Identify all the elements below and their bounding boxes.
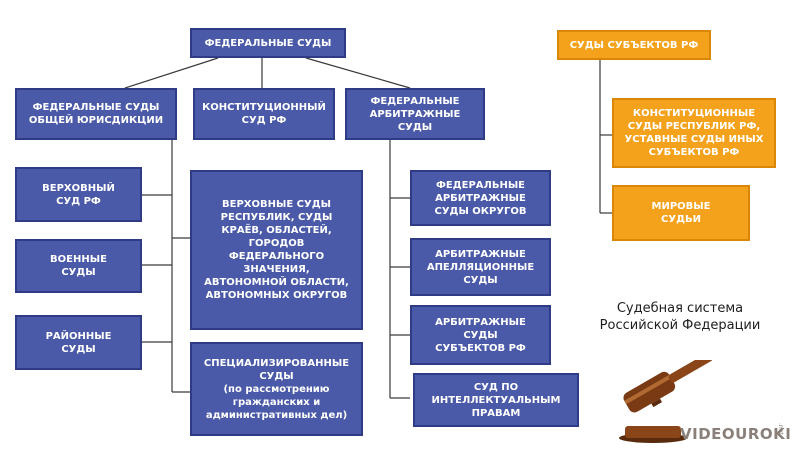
federal-arbitration-box: ФЕДЕРАЛЬНЫЕ АРБИТРАЖНЫЕ СУДЫ: [345, 88, 485, 140]
brand-logo-suffix: .net: [777, 423, 784, 435]
general-jurisdiction-box: ФЕДЕРАЛЬНЫЕ СУДЫ ОБЩЕЙ ЮРИСДИКЦИИ: [15, 88, 177, 140]
military-courts-box: ВОЕННЫЕ СУДЫ: [15, 239, 142, 293]
brand-logo: VIDEOUROKI: [680, 425, 792, 443]
district-arbitration-courts-box: ФЕДЕРАЛЬНЫЕ АРБИТРАЖНЫЕ СУДЫ ОКРУГОВ: [410, 170, 551, 226]
constitutional-court-box: КОНСТИТУЦИОННЫЙ СУД РФ: [193, 88, 335, 140]
appeal-arbitration-courts-box: АРБИТРАЖНЫЕ АПЕЛЛЯЦИОННЫЕ СУДЫ: [410, 238, 551, 296]
regional-supreme-courts-box: ВЕРХОВНЫЕ СУДЫ РЕСПУБЛИК, СУДЫ КРАЁВ, ОБ…: [190, 170, 363, 330]
district-courts-box: РАЙОННЫЕ СУДЫ: [15, 315, 142, 370]
subject-courts-box: СУДЫ СУБЪЕКТОВ РФ: [557, 30, 711, 60]
specialized-courts-box: СПЕЦИАЛИЗИРОВАННЫЕ СУДЫ (по рассмотрению…: [190, 342, 363, 436]
diagram-caption: Судебная система Российской Федерации: [599, 301, 761, 333]
subject-arbitration-courts-box: АРБИТРАЖНЫЕ СУДЫ СУБЪЕКТОВ РФ: [410, 305, 551, 365]
federal-courts-box: ФЕДЕРАЛЬНЫЕ СУДЫ: [190, 28, 346, 58]
ip-court-box: СУД ПО ИНТЕЛЛЕКТУАЛЬНЫМ ПРАВАМ: [413, 373, 579, 427]
supreme-court-box: ВЕРХОВНЫЙ СУД РФ: [15, 167, 142, 222]
gavel-icon: [619, 360, 713, 443]
constitutional-republic-courts-box: КОНСТИТУЦИОННЫЕ СУДЫ РЕСПУБЛИК РФ, УСТАВ…: [612, 98, 776, 168]
magistrates-box: МИРОВЫЕ СУДЬИ: [612, 185, 750, 241]
